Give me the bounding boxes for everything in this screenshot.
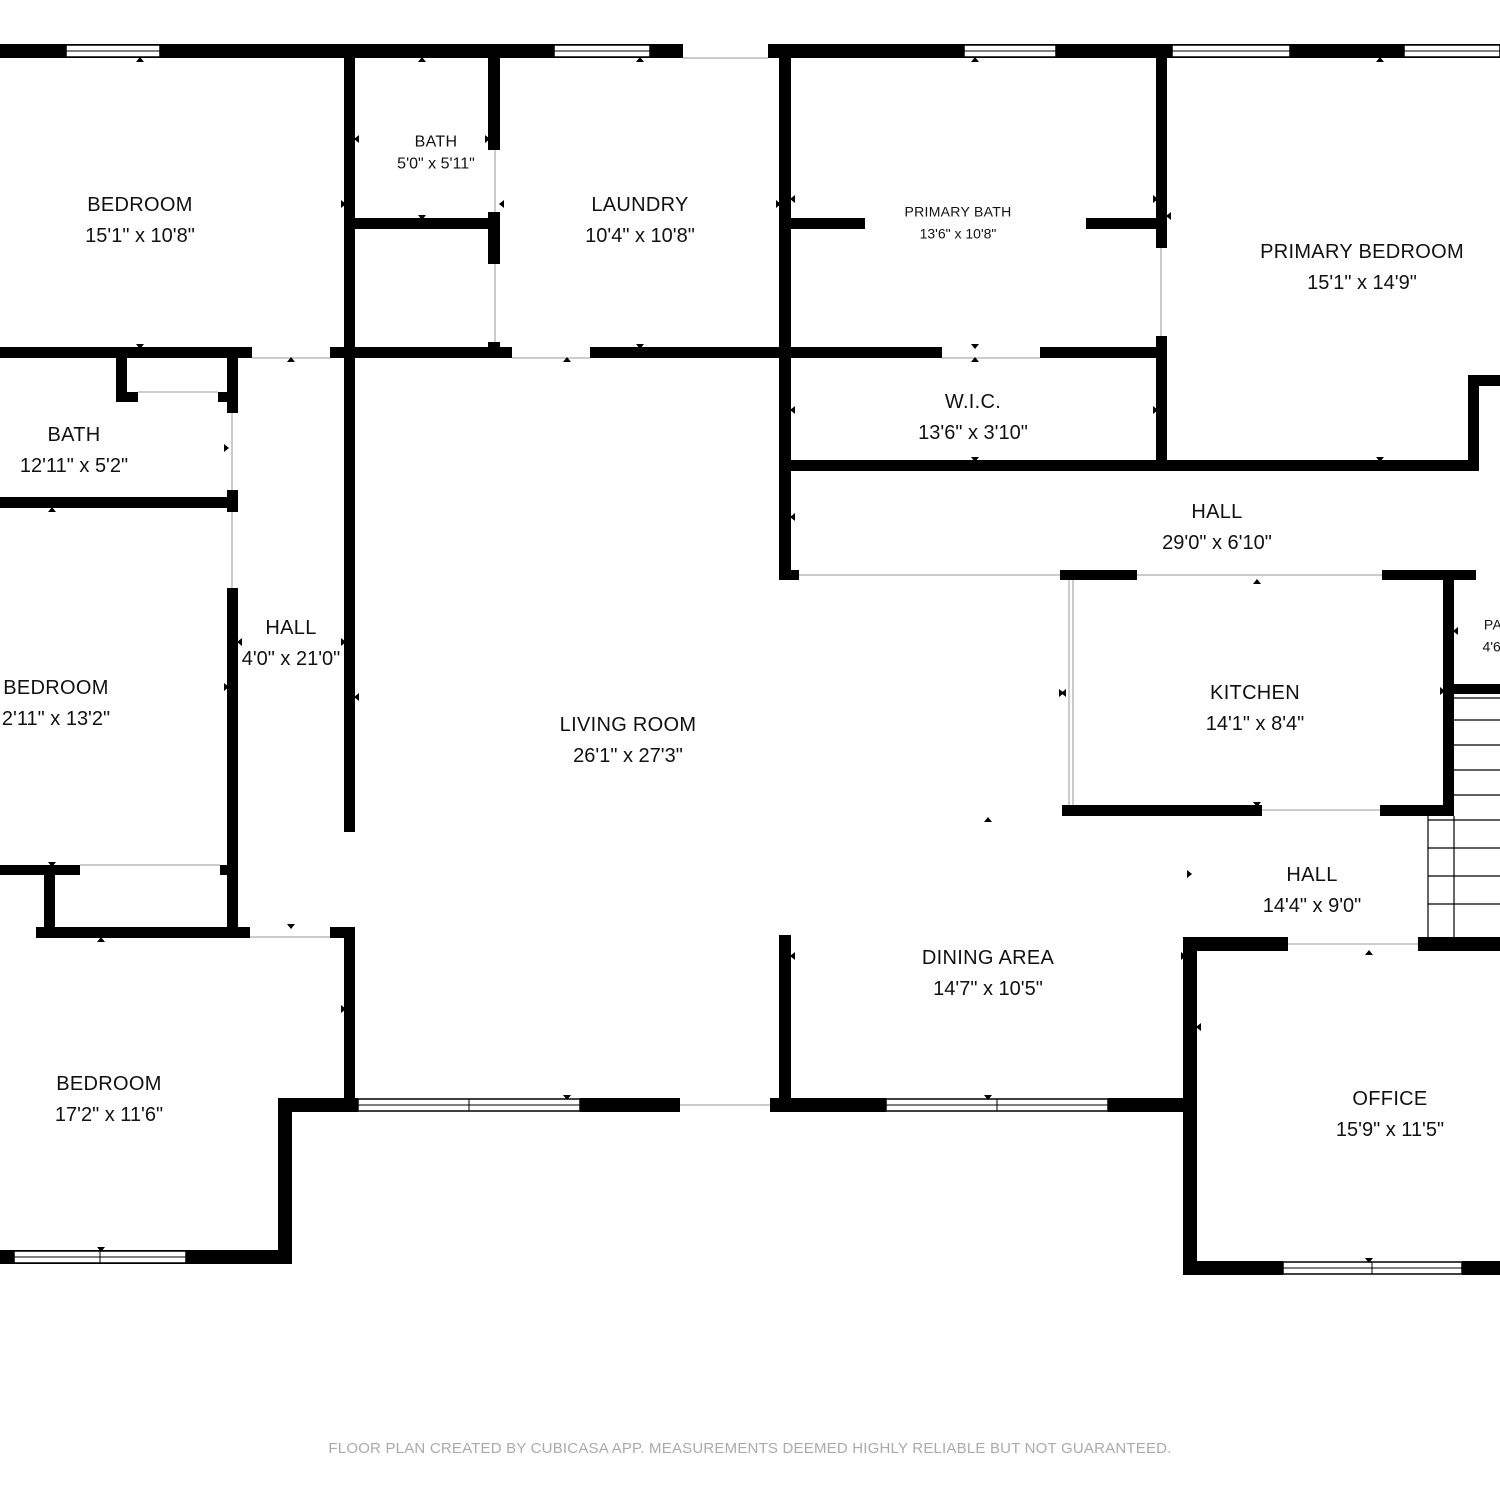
- room-kitchen: KITCHEN 14'1" x 8'4": [1206, 678, 1305, 740]
- room-size: 10'4" x 10'8": [585, 225, 695, 247]
- room-size: 4'6': [1482, 638, 1500, 654]
- room-size: 12'11" x 5'2": [19, 455, 129, 477]
- walls: [0, 44, 1500, 1275]
- room-name: W.I.C.: [944, 391, 1002, 413]
- room-size: 29'0" x 6'10": [1162, 532, 1272, 554]
- room-hall-lower: HALL 14'4" x 9'0": [1263, 860, 1362, 922]
- room-name: HALL: [265, 617, 317, 639]
- room-size: 17'2" x 11'6": [54, 1104, 164, 1126]
- measurement-markers: [48, 57, 1458, 1263]
- room-size: 15'1" x 10'8": [85, 225, 195, 247]
- room-size: 15'1" x 14'9": [1307, 272, 1417, 294]
- room-size: 13'6" x 10'8": [919, 225, 997, 241]
- room-bedroom-bottom-left: BEDROOM 17'2" x 11'6": [55, 1069, 163, 1131]
- room-name: BEDROOM: [87, 194, 193, 216]
- room-primary-bedroom: PRIMARY BEDROOM 15'1" x 14'9": [1260, 237, 1464, 299]
- room-size: 4'0" x 21'0": [241, 648, 341, 670]
- disclaimer-footer: FLOOR PLAN CREATED BY CUBICASA APP. MEAS…: [328, 1440, 1172, 1457]
- stairs: [1427, 697, 1500, 937]
- room-name: DINING AREA: [921, 947, 1055, 969]
- room-wic: W.I.C. 13'6" x 3'10": [918, 387, 1028, 449]
- room-name: BATH: [47, 424, 101, 446]
- windows: [13, 44, 1500, 1275]
- room-bedroom-mid-left: BEDROOM 2'11" x 13'2": [2, 673, 110, 735]
- room-size: 13'6" x 3'10": [918, 422, 1028, 444]
- room-bath-top: BATH 5'0" x 5'11": [397, 132, 475, 177]
- room-bedroom-top-left: BEDROOM 15'1" x 10'8": [85, 190, 195, 252]
- room-bath-left: BATH 12'11" x 5'2": [20, 420, 128, 482]
- room-name: BATH: [414, 133, 458, 151]
- room-living-room: LIVING ROOM 26'1" x 27'3": [560, 710, 697, 772]
- room-size: 2'11" x 13'2": [1, 708, 111, 730]
- openings: [80, 57, 1418, 1106]
- room-office: OFFICE 15'9" x 11'5": [1336, 1084, 1444, 1146]
- room-size: 5'0" x 5'11": [397, 156, 475, 173]
- room-primary-bath: PRIMARY BATH 13'6" x 10'8": [904, 201, 1011, 244]
- room-name: OFFICE: [1352, 1088, 1428, 1110]
- room-name: HALL: [1286, 864, 1338, 886]
- room-name: BEDROOM: [3, 677, 109, 699]
- room-size: 14'4" x 9'0": [1262, 895, 1362, 917]
- room-pantry-partial: PA 4'6': [1483, 614, 1500, 657]
- room-name: PA: [1483, 616, 1500, 633]
- room-laundry: LAUNDRY 10'4" x 10'8": [585, 190, 695, 252]
- room-size: 15'9" x 11'5": [1335, 1119, 1445, 1141]
- room-name: HALL: [1191, 501, 1243, 523]
- room-hall-main: HALL 29'0" x 6'10": [1162, 497, 1272, 559]
- room-name: LIVING ROOM: [559, 714, 697, 736]
- room-name: BEDROOM: [56, 1073, 162, 1095]
- room-size: 26'1" x 27'3": [573, 745, 683, 767]
- room-size: 14'1" x 8'4": [1205, 713, 1305, 735]
- room-hall-left: HALL 4'0" x 21'0": [242, 613, 341, 675]
- room-name: PRIMARY BEDROOM: [1260, 241, 1464, 263]
- room-size: 14'7" x 10'5": [933, 978, 1043, 1000]
- room-dining-area: DINING AREA 14'7" x 10'5": [922, 943, 1054, 1005]
- room-name: KITCHEN: [1210, 682, 1300, 704]
- room-name: LAUNDRY: [591, 194, 689, 216]
- room-name: PRIMARY BATH: [904, 203, 1012, 220]
